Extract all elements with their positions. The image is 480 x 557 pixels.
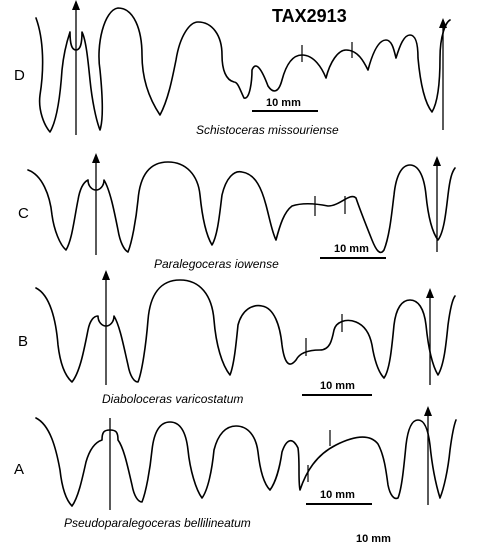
species-name-b: Diaboloceras varicostatum bbox=[102, 392, 243, 406]
scale-label-b: 10 mm bbox=[320, 380, 355, 392]
bottom-scale-label: 10 mm bbox=[356, 533, 391, 545]
row-label-b: B bbox=[18, 333, 28, 350]
suture-row-c: C 10 mm Paralegoceras iowense bbox=[18, 153, 456, 271]
suture-line-c bbox=[27, 161, 456, 254]
arrow-up-icon bbox=[433, 156, 441, 166]
scale-label-a: 10 mm bbox=[320, 489, 355, 501]
arrow-up-icon bbox=[426, 288, 434, 298]
suture-line-a bbox=[35, 417, 457, 507]
scale-label-d: 10 mm bbox=[266, 97, 301, 109]
species-name-d: Schistoceras missouriense bbox=[196, 123, 339, 137]
suture-line-d bbox=[35, 7, 451, 133]
row-label-a: A bbox=[14, 461, 24, 478]
arrow-up-icon bbox=[424, 406, 432, 416]
arrow-up-icon bbox=[92, 153, 100, 163]
scale-label-c: 10 mm bbox=[334, 243, 369, 255]
arrow-up-icon bbox=[102, 270, 110, 280]
row-label-c: C bbox=[18, 205, 29, 222]
suture-row-d: D 10 mm Schistoceras missouriense bbox=[14, 0, 451, 137]
figure-title: TAX2913 bbox=[272, 6, 347, 26]
arrow-up-icon bbox=[72, 0, 80, 10]
species-name-c: Paralegoceras iowense bbox=[154, 257, 279, 271]
species-name-a: Pseudoparalegoceras bellilineatum bbox=[64, 516, 251, 530]
suture-row-a: A 10 mm Pseudoparalegoceras bellilineatu… bbox=[14, 406, 457, 530]
suture-line-b bbox=[35, 279, 456, 383]
suture-row-b: B 10 mm Diaboloceras varicostatum bbox=[18, 270, 456, 406]
row-label-d: D bbox=[14, 67, 25, 84]
arrow-up-icon bbox=[439, 18, 447, 28]
